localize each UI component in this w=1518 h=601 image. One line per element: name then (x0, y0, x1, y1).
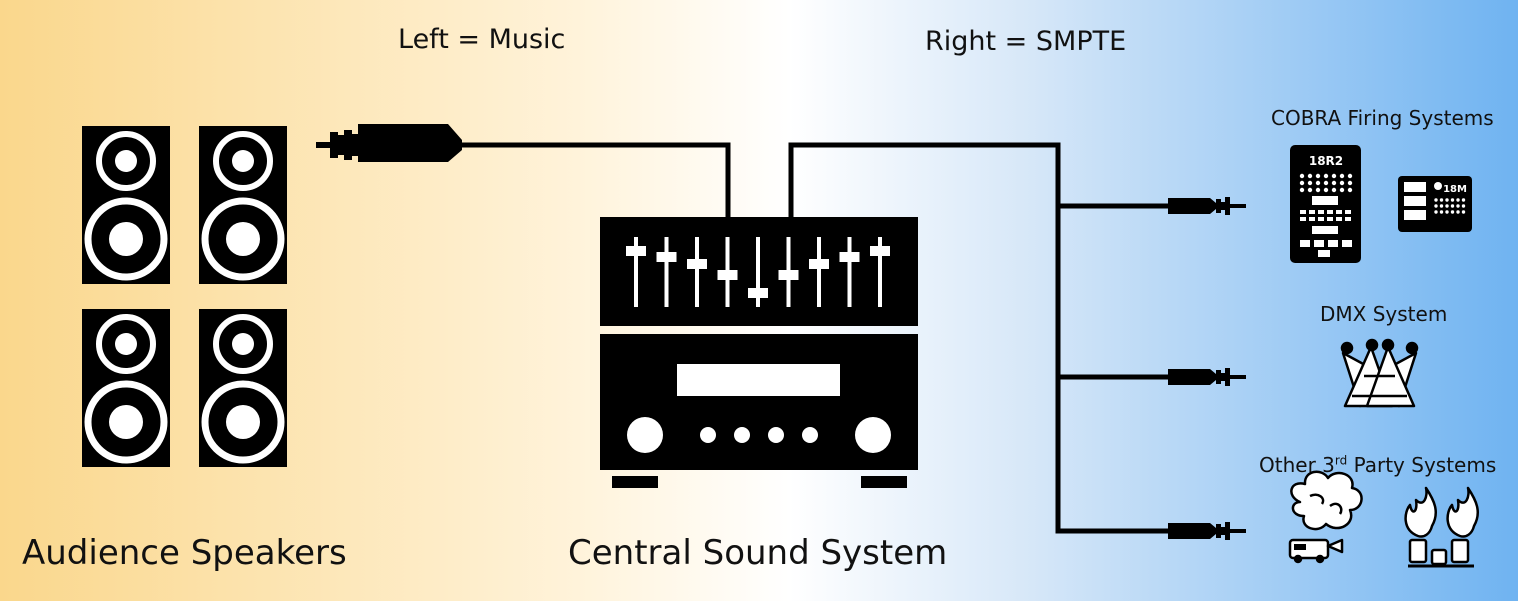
button-dot (1299, 187, 1305, 193)
button-dot (1318, 217, 1324, 221)
dmx-lights-icon (1340, 338, 1419, 408)
fader-slider (748, 237, 768, 307)
fader-slider (656, 237, 677, 307)
button-dot (1331, 187, 1337, 193)
speaker-cabinet-icon (199, 309, 287, 467)
amplifier-icon (600, 334, 918, 488)
button-dot (1309, 210, 1315, 214)
button-dot (1300, 217, 1306, 221)
button-dot (1439, 198, 1444, 202)
button-dot (1445, 198, 1449, 202)
mixer-faders-icon (600, 217, 918, 326)
button-dot (1450, 204, 1455, 208)
fader-slider (687, 237, 707, 307)
button-dot (1445, 210, 1449, 214)
button-dot (1456, 204, 1460, 208)
button-dot (1339, 187, 1345, 193)
button-dot (1347, 173, 1353, 179)
sound-system-label: Central Sound System (568, 533, 948, 573)
fader-slider (839, 237, 860, 307)
button-dot (1345, 217, 1351, 221)
button-dot (1331, 180, 1337, 186)
rca-plug-icon (1168, 368, 1246, 386)
button-dot (1434, 210, 1438, 214)
button-dot (1434, 204, 1438, 208)
dmx-label: DMX System (1320, 302, 1448, 326)
speaker-cabinet-icon (82, 309, 170, 467)
button-dot (1318, 210, 1324, 214)
speaker-cabinet-icon (199, 126, 287, 284)
button-dot (1339, 173, 1345, 179)
audio-cables (460, 142, 1170, 534)
other-systems-suffix: Party Systems (1347, 453, 1497, 477)
rca-plug-icon (1168, 522, 1246, 540)
other-systems-prefix: Other 3 (1259, 453, 1335, 477)
button-dot (1327, 210, 1333, 214)
button-dot (1439, 210, 1444, 214)
button-dot (1299, 180, 1305, 186)
other-systems-ordinal: rd (1334, 453, 1348, 468)
button-dot (1450, 210, 1455, 214)
button-dot (1307, 173, 1313, 179)
fader-slider (778, 237, 799, 307)
button-dot (1456, 198, 1460, 202)
button-dot (1331, 173, 1337, 179)
fader-slider (809, 237, 829, 307)
button-dot (1323, 180, 1329, 186)
other-systems-label: Other 3rd Party Systems (1259, 453, 1496, 477)
button-dot (1300, 210, 1306, 214)
button-dot (1461, 198, 1466, 202)
rca-plug-icon (1168, 197, 1246, 215)
button-dot (1315, 180, 1321, 186)
button-dot (1445, 204, 1449, 208)
smoke-machine-icon (1288, 470, 1363, 564)
button-dot (1323, 187, 1329, 193)
cobra-18m-label: 18M (1443, 184, 1467, 195)
rca-plug-icon (316, 124, 462, 162)
button-dot (1299, 173, 1305, 179)
cobra-18r2-icon: 18R2 (1290, 145, 1361, 263)
button-dot (1339, 180, 1345, 186)
cobra-18m-icon: 18M (1398, 176, 1472, 232)
button-dot (1345, 210, 1351, 214)
flame-effect-icon (1404, 486, 1479, 568)
button-dot (1434, 198, 1438, 202)
button-dot (1336, 210, 1342, 214)
button-dot (1461, 210, 1466, 214)
button-dot (1327, 217, 1333, 221)
button-dot (1347, 180, 1353, 186)
speaker-cabinet-icon (82, 126, 170, 284)
fader-slider (626, 237, 646, 307)
button-dot (1439, 204, 1444, 208)
speakers-label: Audience Speakers (22, 533, 347, 573)
button-dot (1323, 173, 1329, 179)
cobra-18r2-label: 18R2 (1309, 154, 1343, 168)
button-dot (1307, 187, 1313, 193)
button-dot (1347, 187, 1353, 193)
fader-slider (717, 237, 738, 307)
button-dot (1461, 204, 1466, 208)
right-channel-label: Right = SMPTE (925, 26, 1127, 57)
left-channel-label: Left = Music (398, 24, 566, 55)
button-dot (1336, 217, 1342, 221)
button-dot (1315, 173, 1321, 179)
cobra-label: COBRA Firing Systems (1271, 106, 1494, 130)
button-dot (1456, 210, 1460, 214)
fader-slider (870, 237, 890, 307)
button-dot (1309, 217, 1315, 221)
button-dot (1450, 198, 1455, 202)
button-dot (1307, 180, 1313, 186)
button-dot (1315, 187, 1321, 193)
